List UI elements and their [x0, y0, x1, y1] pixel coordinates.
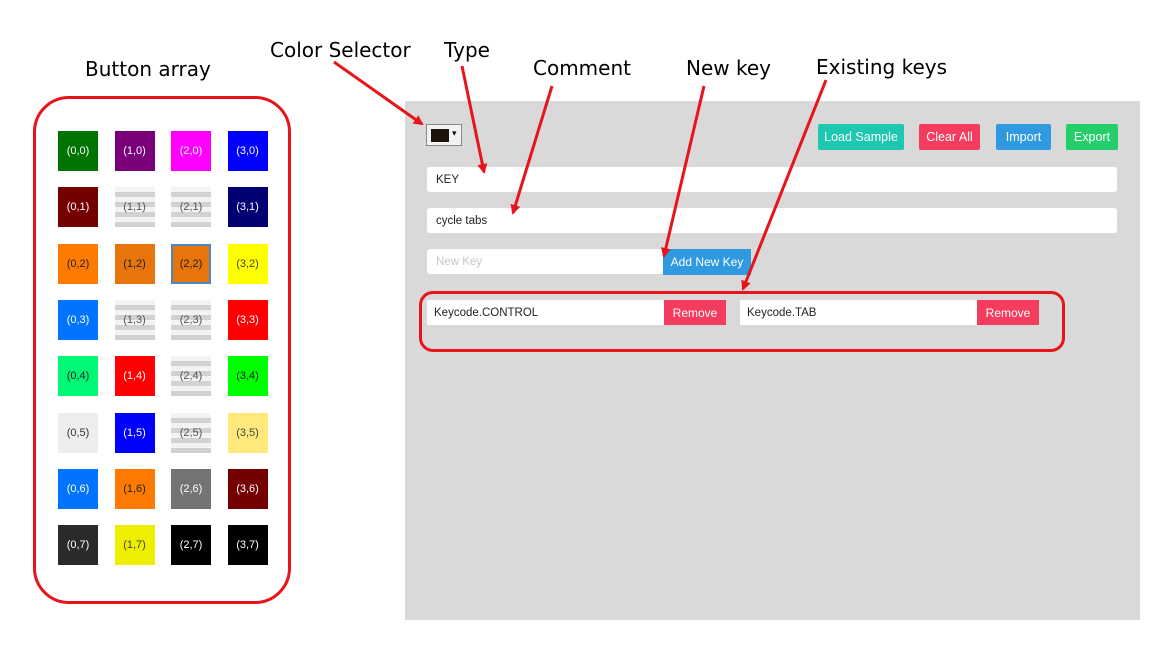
- grid-button[interactable]: (2,3): [171, 299, 211, 340]
- grid-button[interactable]: (1,6): [114, 468, 155, 509]
- grid-button[interactable]: (2,5): [171, 412, 211, 453]
- grid-button[interactable]: (3,1): [227, 187, 268, 228]
- grid-button[interactable]: (3,0): [227, 131, 268, 171]
- color-selector[interactable]: ▾: [426, 124, 462, 146]
- grid-button[interactable]: (1,0): [114, 131, 155, 171]
- button-array-highlight: [33, 96, 291, 604]
- color-swatch: [431, 129, 449, 142]
- editor-panel: ▾ Load Sample Clear All Import Export KE…: [405, 101, 1140, 620]
- type-field[interactable]: KEY: [427, 167, 1117, 192]
- export-button[interactable]: Export: [1066, 124, 1118, 150]
- existing-key-field[interactable]: Keycode.CONTROL: [427, 300, 664, 325]
- grid-button[interactable]: (1,4): [114, 356, 155, 397]
- grid-button[interactable]: (0,0): [58, 131, 98, 171]
- grid-button[interactable]: (2,1): [171, 187, 211, 228]
- comment-field[interactable]: cycle tabs: [427, 208, 1117, 233]
- grid-button[interactable]: (1,7): [114, 525, 155, 566]
- grid-button[interactable]: (0,3): [58, 299, 98, 340]
- grid-button[interactable]: (2,7): [171, 525, 211, 566]
- grid-button[interactable]: (0,7): [58, 525, 98, 566]
- grid-button[interactable]: (1,1): [114, 187, 155, 228]
- grid-button[interactable]: (1,5): [114, 412, 155, 453]
- remove-key-button[interactable]: Remove: [977, 300, 1039, 325]
- grid-button[interactable]: (1,2): [114, 243, 155, 284]
- grid-button[interactable]: (2,0): [171, 131, 211, 171]
- grid-button[interactable]: (0,4): [58, 356, 98, 397]
- add-new-key-button[interactable]: Add New Key: [663, 249, 751, 275]
- annotation-comment: Comment: [533, 56, 631, 80]
- grid-button[interactable]: (2,2): [171, 243, 211, 284]
- dropdown-arrow-icon: ▾: [452, 128, 457, 138]
- annotation-color-selector: Color Selector: [270, 38, 411, 62]
- grid-button[interactable]: (3,7): [227, 525, 268, 566]
- remove-key-button[interactable]: Remove: [664, 300, 726, 325]
- existing-keys-highlight: [419, 291, 1065, 352]
- grid-button[interactable]: (2,6): [171, 468, 211, 509]
- grid-button[interactable]: (0,1): [58, 187, 98, 228]
- grid-button[interactable]: (3,3): [227, 299, 268, 340]
- annotation-new-key: New key: [686, 56, 771, 80]
- annotation-button-array: Button array: [85, 57, 211, 81]
- existing-key-field[interactable]: Keycode.TAB: [740, 300, 977, 325]
- clear-all-button[interactable]: Clear All: [919, 124, 980, 150]
- load-sample-button[interactable]: Load Sample: [818, 124, 904, 150]
- grid-button[interactable]: (3,2): [227, 243, 268, 284]
- grid-button[interactable]: (3,5): [227, 412, 268, 453]
- grid-button[interactable]: (1,3): [114, 299, 155, 340]
- grid-button[interactable]: (3,6): [227, 468, 268, 509]
- grid-button[interactable]: (0,5): [58, 412, 98, 453]
- annotation-type: Type: [444, 38, 490, 62]
- grid-button[interactable]: (3,4): [227, 356, 268, 397]
- grid-button[interactable]: (0,2): [58, 243, 98, 284]
- annotation-existing-keys: Existing keys: [816, 55, 948, 79]
- grid-button[interactable]: (2,4): [171, 356, 211, 397]
- grid-button[interactable]: (0,6): [58, 468, 98, 509]
- import-button[interactable]: Import: [996, 124, 1051, 150]
- new-key-input[interactable]: New Key: [427, 249, 663, 274]
